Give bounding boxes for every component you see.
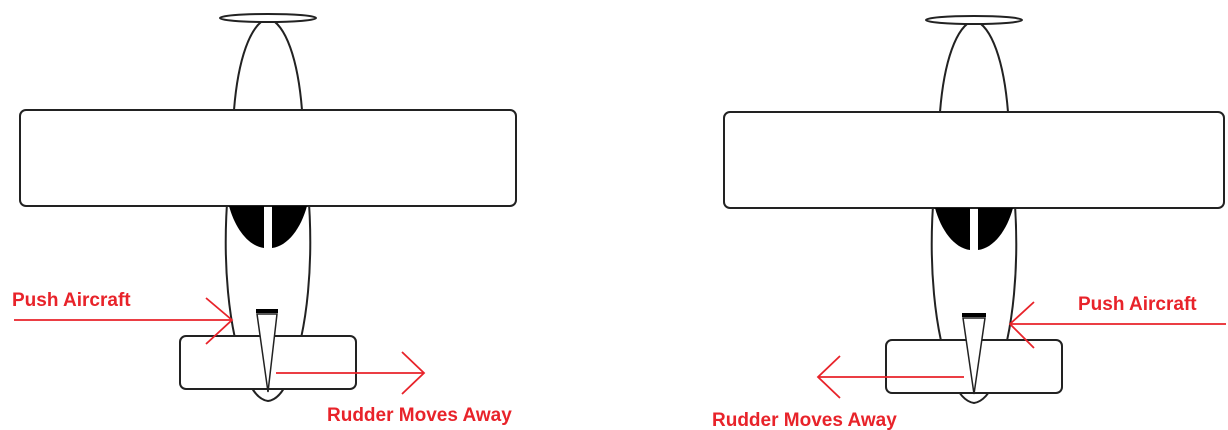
cockpit-window-left <box>935 208 970 250</box>
rudder <box>256 313 278 393</box>
main-wing <box>19 109 517 207</box>
engine-cowling <box>938 18 1010 113</box>
propeller <box>219 13 317 23</box>
push-arrow-left <box>14 297 234 345</box>
cockpit-window-right <box>978 208 1013 250</box>
main-wing <box>723 111 1225 209</box>
cockpit-window-right <box>272 206 307 248</box>
engine-cowling <box>232 16 304 111</box>
aircraft-right: Push Aircraft Rudder Moves Away <box>712 15 1226 430</box>
rudder-label-left: Rudder Moves Away <box>327 405 512 426</box>
aircraft-left: Push Aircraft Rudder Moves Away <box>12 13 517 426</box>
rudder-arrow-right <box>816 355 964 399</box>
propeller <box>925 15 1023 25</box>
rudder-arrow-left <box>276 351 426 395</box>
push-arrow-right <box>1008 301 1226 349</box>
push-label-right: Push Aircraft <box>1078 294 1197 315</box>
rudder-label-right: Rudder Moves Away <box>712 410 897 430</box>
push-label-left: Push Aircraft <box>12 290 131 311</box>
cockpit-window-left <box>229 206 264 248</box>
rudder <box>962 317 986 395</box>
